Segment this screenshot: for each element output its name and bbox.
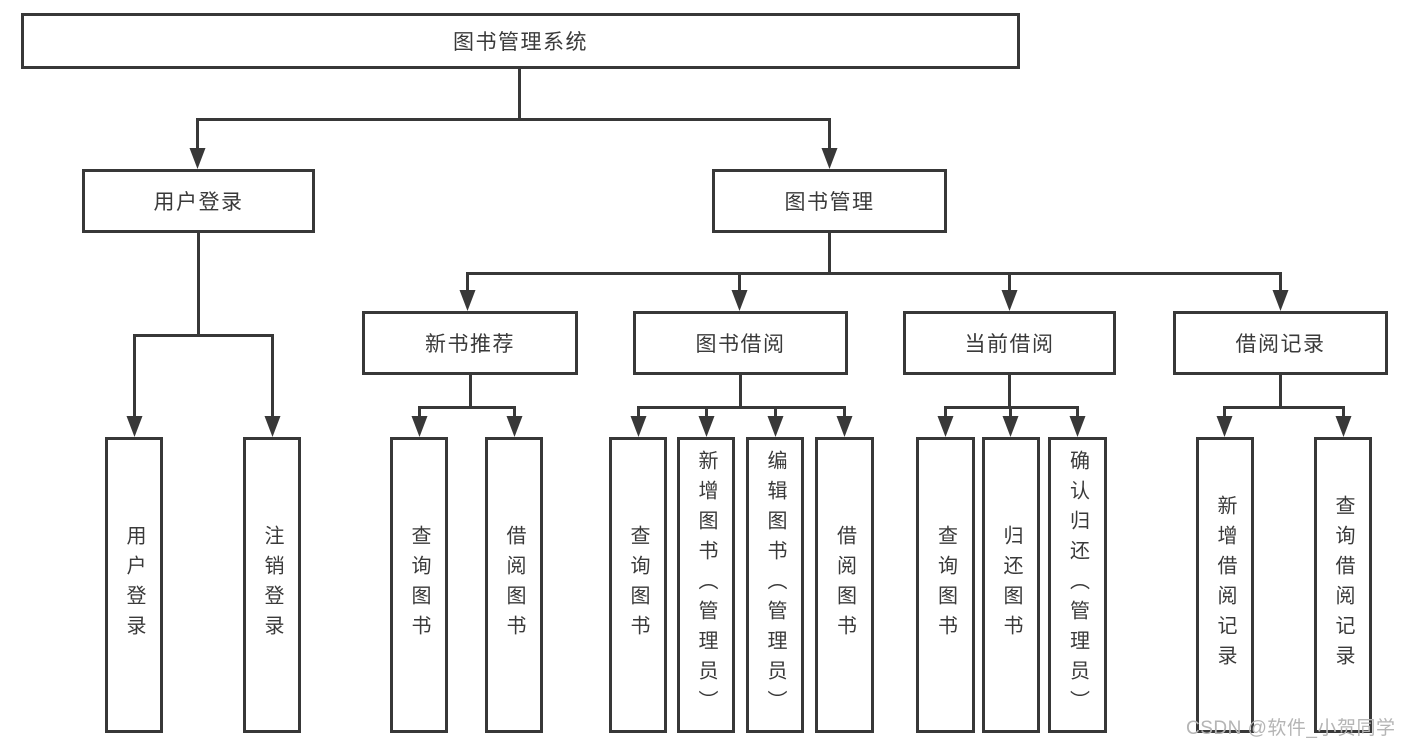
- leaf-query-borrow-record: 查询借阅记录: [1314, 437, 1372, 733]
- node-book-borrow: 图书借阅: [633, 311, 848, 375]
- leaf-query-books-current-label: 查询图书: [934, 525, 957, 645]
- connector-new-book-children: [411, 375, 523, 437]
- watermark: CSDN @软件_小贺同学: [1186, 718, 1396, 739]
- connector-user-login-children: [126, 233, 281, 437]
- node-new-book-recommend-label: 新书推荐: [425, 333, 515, 356]
- leaf-user-login: 用户登录: [105, 437, 163, 733]
- node-root-system: 图书管理系统: [21, 13, 1020, 69]
- leaf-edit-books-admin-label: 编辑图书（管理员）: [764, 450, 786, 720]
- node-user-login-label: 用户登录: [153, 191, 244, 214]
- leaf-query-borrow-record-label: 查询借阅记录: [1332, 495, 1354, 675]
- node-book-management-label: 图书管理: [784, 191, 875, 214]
- leaf-query-books-manage-label: 查询图书: [627, 525, 649, 645]
- leaf-borrow-books-recommend-label: 借阅图书: [503, 525, 525, 645]
- leaf-add-books-admin-label: 新增图书（管理员）: [695, 450, 717, 720]
- leaf-return-books-label: 归还图书: [1000, 525, 1022, 645]
- leaf-logout-label: 注销登录: [261, 525, 283, 645]
- node-current-borrow-label: 当前借阅: [964, 333, 1055, 356]
- leaf-logout: 注销登录: [243, 437, 301, 733]
- leaf-add-borrow-record: 新增借阅记录: [1196, 437, 1254, 733]
- node-borrow-records-label: 借阅记录: [1235, 333, 1326, 356]
- leaf-user-login-label: 用户登录: [123, 525, 145, 645]
- node-current-borrow: 当前借阅: [903, 311, 1116, 375]
- leaf-add-books-admin: 新增图书（管理员）: [677, 437, 735, 733]
- connector-book-management-children: [459, 233, 1289, 311]
- leaf-query-books-manage: 查询图书: [609, 437, 667, 733]
- leaf-query-books-recommend: 查询图书: [390, 437, 448, 733]
- connector-book-borrow-children: [630, 375, 853, 437]
- node-book-borrow-label: 图书借阅: [695, 333, 786, 356]
- leaf-borrow-books-recommend: 借阅图书: [485, 437, 543, 733]
- node-user-login: 用户登录: [82, 169, 315, 233]
- leaf-add-borrow-record-label: 新增借阅记录: [1214, 495, 1236, 675]
- node-borrow-records: 借阅记录: [1173, 311, 1388, 375]
- connector-root-to-level2: [189, 69, 838, 169]
- node-book-management: 图书管理: [712, 169, 947, 233]
- node-new-book-recommend: 新书推荐: [362, 311, 578, 375]
- node-root-label: 图书管理系统: [453, 31, 588, 54]
- connector-current-borrow-children: [937, 375, 1086, 437]
- leaf-borrow-books-manage-label: 借阅图书: [833, 525, 856, 645]
- leaf-edit-books-admin: 编辑图书（管理员）: [746, 437, 804, 733]
- leaf-query-books-recommend-label: 查询图书: [408, 525, 430, 645]
- leaf-borrow-books-manage: 借阅图书: [815, 437, 874, 733]
- connector-borrow-records-children: [1216, 375, 1352, 437]
- leaf-return-books: 归还图书: [982, 437, 1040, 733]
- leaf-confirm-return-admin: 确认归还（管理员）: [1048, 437, 1107, 733]
- leaf-confirm-return-admin-label: 确认归还（管理员）: [1066, 450, 1089, 720]
- leaf-query-books-current: 查询图书: [916, 437, 975, 733]
